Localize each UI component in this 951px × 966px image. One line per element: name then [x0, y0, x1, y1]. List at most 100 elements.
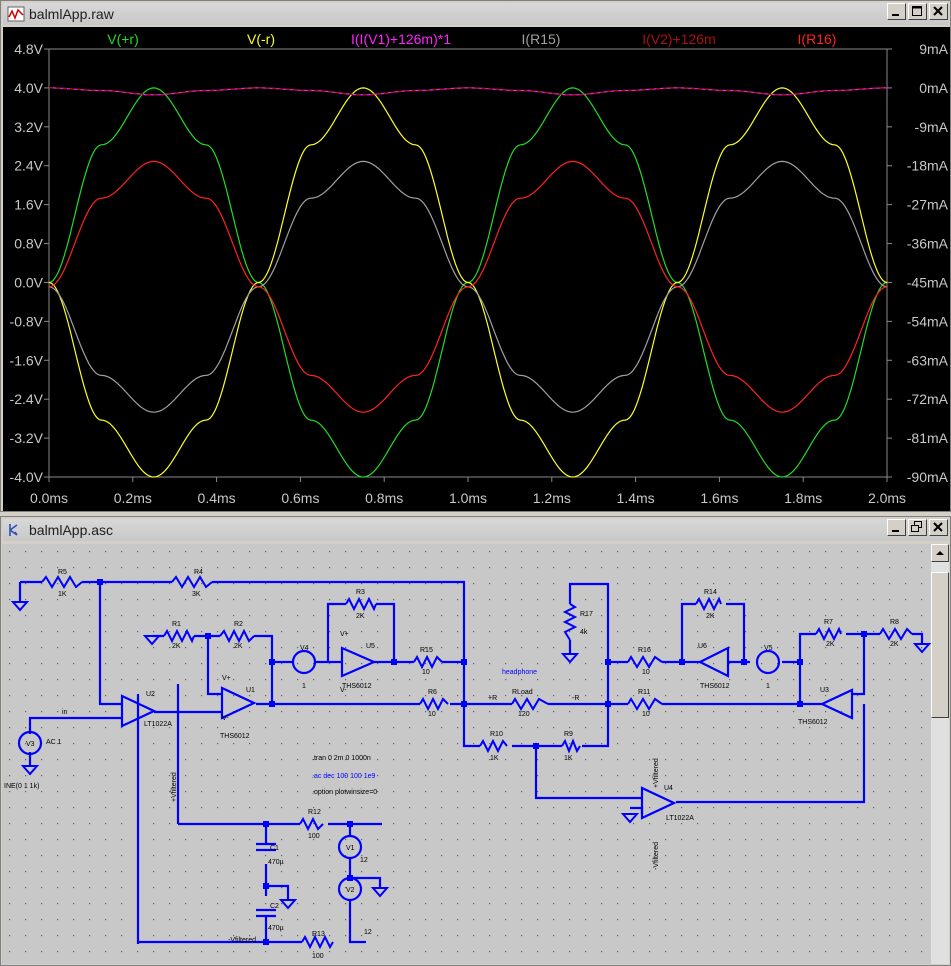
label-u5-vminus: V-	[340, 687, 347, 694]
label-u1-vminus: V-	[222, 715, 229, 722]
label-R3-value: 2K	[356, 613, 365, 620]
label-R11: R11	[638, 689, 650, 696]
schematic-close-button[interactable]	[929, 519, 948, 536]
label-u2-vfiltered-plus: +Vfiltered	[171, 772, 178, 802]
label-U2: U2	[146, 691, 155, 698]
minimize-icon	[892, 14, 899, 16]
left-tick-label-11: -4.0V	[10, 469, 44, 485]
label-V4: V4	[300, 645, 309, 652]
left-tick-label-7: -0.8V	[10, 313, 44, 329]
capacitors	[256, 842, 276, 918]
schematic-titlebar[interactable]: balmlApp.asc	[3, 519, 948, 541]
label-R5-value: 1K	[58, 591, 67, 598]
waveform-titlebar[interactable]: balmlApp.raw	[3, 3, 948, 25]
label-R4-value: 3K	[192, 591, 201, 598]
maximize-icon	[912, 6, 922, 16]
label-V5-value: 1	[766, 683, 770, 690]
schematic-restore-button[interactable]	[908, 519, 927, 536]
label-R12: R12	[308, 809, 321, 816]
label-V3-ac: AC 1	[46, 739, 62, 746]
left-tick-label-2: 3.2V	[14, 119, 43, 135]
label-R2-value: 2K	[234, 643, 243, 650]
label-R14-value: 2K	[706, 613, 715, 620]
label-V2: V2	[346, 887, 355, 894]
right-tick-label-8: -63mA	[907, 352, 949, 368]
label-u4-vfiltered-plus: +Vfiltered	[653, 758, 660, 788]
label-U5: U5	[366, 643, 375, 650]
schematic-window-title: balmlApp.asc	[29, 522, 114, 538]
junction-dots	[97, 579, 867, 945]
arrow-up-icon	[936, 551, 944, 555]
waveform-window-title: balmlApp.raw	[29, 6, 114, 22]
right-tick-label-4: -27mA	[907, 197, 949, 213]
x-tick-label-5: 1.0ms	[449, 490, 487, 506]
scrollbar-thumb[interactable]	[931, 572, 949, 718]
label-R10: R10	[490, 731, 503, 738]
label-R6: R6	[428, 689, 437, 696]
legend-entry-1: V(-r)	[247, 31, 275, 47]
schematic-minimize-button[interactable]	[887, 519, 906, 536]
close-button[interactable]	[929, 3, 948, 20]
x-tick-label-6: 1.2ms	[533, 490, 571, 506]
left-tick-label-4: 1.6V	[14, 197, 43, 213]
label-V1-value: 12	[360, 857, 368, 864]
left-tick-label-0: 4.8V	[14, 41, 43, 57]
directive-tran: .tran 0 2m 0 1000n	[312, 755, 371, 762]
label-R1-value: 2K	[172, 643, 181, 650]
label-R3: R3	[356, 589, 365, 596]
label-R7-value: 2K	[826, 641, 835, 648]
series-line-5	[48, 160, 888, 413]
label-C1-value: 470µ	[268, 859, 284, 866]
label-R11-value: 10	[642, 711, 650, 718]
label-R9-value: 1K	[564, 755, 573, 762]
waveform-app-icon	[7, 6, 25, 22]
label-R1: R1	[172, 621, 181, 628]
right-tick-label-1: 0mA	[919, 80, 948, 96]
x-tick-label-8: 1.6ms	[700, 490, 738, 506]
label-R8: R8	[890, 619, 899, 626]
right-tick-label-5: -36mA	[907, 236, 949, 252]
schematic-app-icon	[9, 524, 18, 536]
label-V1: V1	[346, 845, 355, 852]
right-tick-label-11: -90mA	[907, 469, 949, 485]
label-plus-r-net: +R	[488, 695, 497, 702]
label-U6-part: THS6012	[700, 683, 730, 690]
label-V4-value: 1	[302, 683, 306, 690]
resistors	[41, 575, 913, 950]
minimize-button[interactable]	[887, 3, 906, 20]
label-R12-value: 100	[308, 833, 320, 840]
directive-ac: .ac dec 100 100 1e9	[312, 773, 376, 780]
series-line-1	[48, 87, 888, 478]
label-R16-value: 10	[642, 669, 650, 676]
label-minus-vfiltered: -Vfiltered	[228, 937, 256, 944]
left-tick-label-3: 2.4V	[14, 158, 43, 174]
label-R13: R13	[312, 931, 325, 938]
right-tick-label-9: -72mA	[907, 391, 949, 407]
schematic-vertical-scrollbar[interactable]	[931, 544, 949, 964]
right-tick-label-0: 9mA	[919, 41, 948, 57]
label-U2-part: LT1022A	[144, 721, 172, 728]
label-R4: R4	[194, 569, 203, 576]
schematic-canvas[interactable]: R5 1K R4 3K R1 2K R2 2K R3 2K R15 10 R6 …	[2, 544, 931, 964]
label-U1: U1	[246, 687, 255, 694]
minimize-icon	[892, 530, 899, 532]
label-U4-part: LT1022A	[666, 815, 694, 822]
x-tick-label-10: 2.0ms	[868, 490, 906, 506]
legend-entry-4: I(V2)+126m	[642, 31, 716, 47]
left-tick-label-5: 0.8V	[14, 236, 43, 252]
maximize-button[interactable]	[908, 3, 927, 20]
legend-entry-3: I(R15)	[522, 31, 561, 47]
scroll-up-button[interactable]	[931, 544, 949, 562]
x-tick-label-4: 0.8ms	[365, 490, 403, 506]
right-tick-label-3: -18mA	[907, 158, 949, 174]
label-C1: C1	[270, 845, 279, 852]
label-V3-sine: INE(0 1 1k)	[4, 783, 39, 790]
left-tick-label-6: 0.0V	[14, 274, 43, 290]
label-R16: R16	[638, 647, 651, 654]
right-tick-label-10: -81mA	[907, 430, 949, 446]
label-V5: V5	[764, 645, 773, 652]
voltage-sources	[17, 649, 781, 902]
label-R8-value: 2K	[890, 641, 899, 648]
